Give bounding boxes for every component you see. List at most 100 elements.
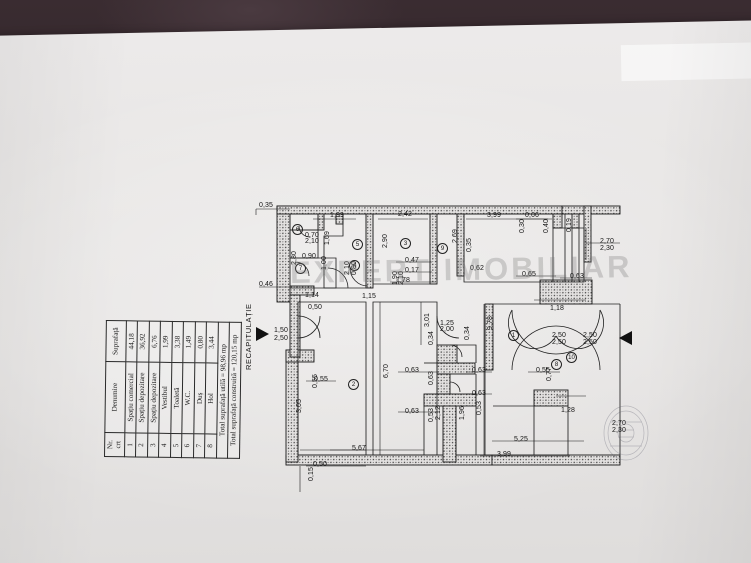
dimension-label: 1,15 <box>362 293 377 300</box>
cell-nr: 4 <box>158 433 171 458</box>
cell-nr: 5 <box>170 433 183 458</box>
room-marker-2: 2 <box>348 379 359 390</box>
dimension-label: 0,30 <box>519 218 526 233</box>
total-construita-cell: Total suprafață construită = 120,15 mp <box>227 322 242 459</box>
dimension-label: 2,00 <box>440 326 455 333</box>
room-marker-4: 4 <box>349 260 360 271</box>
dimension-label: 1,14 <box>305 292 320 299</box>
dimension-label: 1,96 <box>459 405 466 420</box>
cell-denumire: Toaletă <box>170 362 184 434</box>
dimension-label: 1,00 <box>321 255 328 270</box>
room-marker-7: 7 <box>295 263 306 274</box>
dimension-label: 1,78 <box>396 277 411 284</box>
dimension-label: 0,63 <box>472 367 487 374</box>
dimension-label: 2,10 <box>305 238 320 245</box>
header-nr-line1: Nr. <box>106 440 115 450</box>
dimension-label: 2,70 <box>600 238 615 245</box>
dimension-label: 0,63 <box>405 408 420 415</box>
dimension-label: 2,30 <box>600 245 615 252</box>
header-denumire: Denumire <box>104 361 126 433</box>
dimension-label: 0,63 <box>405 367 420 374</box>
dimension-label: 0,46 <box>259 281 274 288</box>
dimension-label: 0,55 <box>314 376 329 383</box>
cell-nr: 8 <box>204 433 217 459</box>
cell-nr: 6 <box>181 433 194 458</box>
dimension-label: 0,55 <box>536 367 551 374</box>
dimension-label: 5,67 <box>352 445 367 452</box>
dimension-label: 0,66 <box>525 212 540 219</box>
cell-suprafata: 3,44 <box>206 321 219 364</box>
dimension-label: 0,65 <box>522 271 537 278</box>
dimension-label: 6,70 <box>383 363 390 378</box>
dimension-label: 0,53 <box>428 407 435 422</box>
dimension-label: 2,12 <box>435 405 442 420</box>
dimension-label: 0,35 <box>466 237 473 252</box>
dimension-label: 0,35 <box>259 202 274 209</box>
dimension-label: 2,50 <box>583 332 598 339</box>
dimension-label: 0,63 <box>570 273 585 280</box>
dimension-label: 2,50 <box>274 335 289 342</box>
cell-denumire: Vestibul <box>159 362 172 434</box>
cell-suprafata: 3,38 <box>171 321 184 363</box>
cell-denumire: Spațiu depozitare <box>147 362 161 434</box>
dimension-label: 2,80 <box>291 250 298 265</box>
recapitulation-title: RECAPITULAȚIE <box>244 303 253 370</box>
cell-suprafata: 1,49 <box>183 321 196 363</box>
dimension-label: 3,01 <box>424 312 431 327</box>
dimension-label: 1,50 <box>274 327 289 334</box>
dimension-label: 1,99 <box>330 212 345 219</box>
cell-nr: 3 <box>147 433 160 458</box>
dimension-label: 1,28 <box>561 407 576 414</box>
dimension-label: 2,30 <box>612 427 627 434</box>
cell-suprafata: 44,18 <box>125 320 138 362</box>
dimension-label: 1,69 <box>324 230 331 245</box>
dimension-label: 0,53 <box>476 400 483 415</box>
dimension-label: 2,50 <box>583 339 598 346</box>
dimension-label: 3,99 <box>487 212 502 219</box>
cell-denumire: Spațiu depozitare <box>136 361 149 434</box>
dimension-label: 9,78 <box>487 315 494 330</box>
dimension-label: 2,69 <box>452 228 459 243</box>
dimension-label: 2,10 <box>398 270 405 285</box>
dimension-label: 0,15 <box>308 466 315 481</box>
entrance-arrow-left-icon <box>256 327 269 341</box>
cell-nr: 7 <box>193 433 206 458</box>
room-marker-9: 9 <box>437 243 448 254</box>
header-nr-line2: crt <box>114 440 123 449</box>
dimension-label: 0,90 <box>302 253 317 260</box>
cell-nr: 2 <box>135 432 148 458</box>
cell-nr: 1 <box>124 432 137 457</box>
room-marker-10: 10 <box>566 352 577 363</box>
dimension-label: 0,63 <box>428 370 435 385</box>
dimension-label: 1,18 <box>550 305 565 312</box>
dimension-label: 2,10 <box>344 260 351 275</box>
cell-denumire: Hol <box>205 362 218 435</box>
table-header-row: Nr. crt Denumire Suprafață <box>104 320 127 457</box>
dimension-label: 0,77 <box>546 366 553 381</box>
room-marker-1: 1 <box>508 330 519 341</box>
dimension-label: 0,17 <box>405 267 420 274</box>
room-marker-3: 3 <box>400 238 411 249</box>
dimension-label: 0,19 <box>566 217 573 232</box>
dimension-label: 3,05 <box>296 398 303 413</box>
dimension-label: 0,50 <box>308 304 323 311</box>
dimension-label: 0,63 <box>472 390 487 397</box>
dimension-label: 2,42 <box>398 211 413 218</box>
table-total-construita-row: Total suprafață construită = 120,15 mp <box>227 322 242 459</box>
header-nr: Nr. crt <box>104 432 125 457</box>
dimension-label: 0,34 <box>428 330 435 345</box>
entrance-arrow-right-icon <box>619 331 632 345</box>
header-suprafata: Suprafață <box>105 320 127 362</box>
cell-denumire: Duș <box>193 362 207 434</box>
cell-denumire: Spațiu comercial <box>124 361 138 433</box>
cell-suprafata: 36,92 <box>137 320 150 363</box>
cell-suprafata: 6,76 <box>148 321 161 363</box>
dimension-label: 2,70 <box>612 420 627 427</box>
dimension-label: 0,62 <box>470 265 485 272</box>
dimension-label: 2,90 <box>382 233 389 248</box>
